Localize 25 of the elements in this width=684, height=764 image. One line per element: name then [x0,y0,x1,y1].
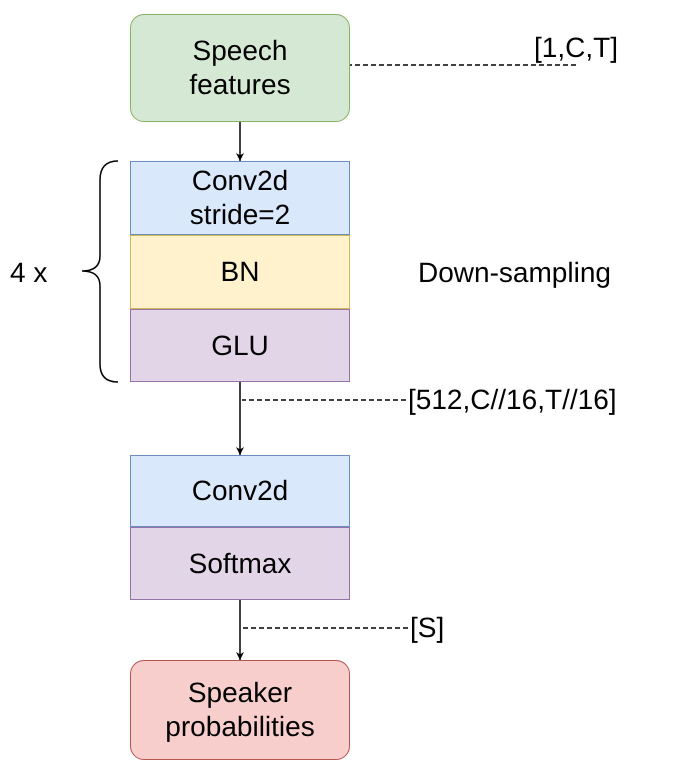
layer-box [130,161,350,235]
block-label: Down-sampling [418,256,611,290]
box-label: GLU [210,328,270,362]
arrow [236,600,244,660]
box-label: Conv2d [190,474,290,508]
layer-box [130,527,350,600]
rounded-box [130,14,350,122]
leader-line [350,64,576,66]
arrow [236,382,244,455]
arrow [236,122,244,161]
leader-line [242,627,408,629]
layer-box [130,455,350,527]
dimension-text: [1,C,T] [534,31,618,65]
layer-box [130,309,350,382]
layer-box [130,235,350,309]
box-label: Speech features [188,34,292,102]
rounded-box [130,660,350,760]
box-label: Speaker probabilities [164,676,316,744]
box-label: Conv2d stride=2 [188,164,292,232]
leader-line [242,399,406,401]
repeat-count: 4 x [10,256,48,290]
box-label: BN [220,255,260,289]
dimension-text: [512,C//16,T//16] [408,383,617,417]
dimension-text: [S] [410,611,444,645]
box-label: Softmax [188,546,292,580]
